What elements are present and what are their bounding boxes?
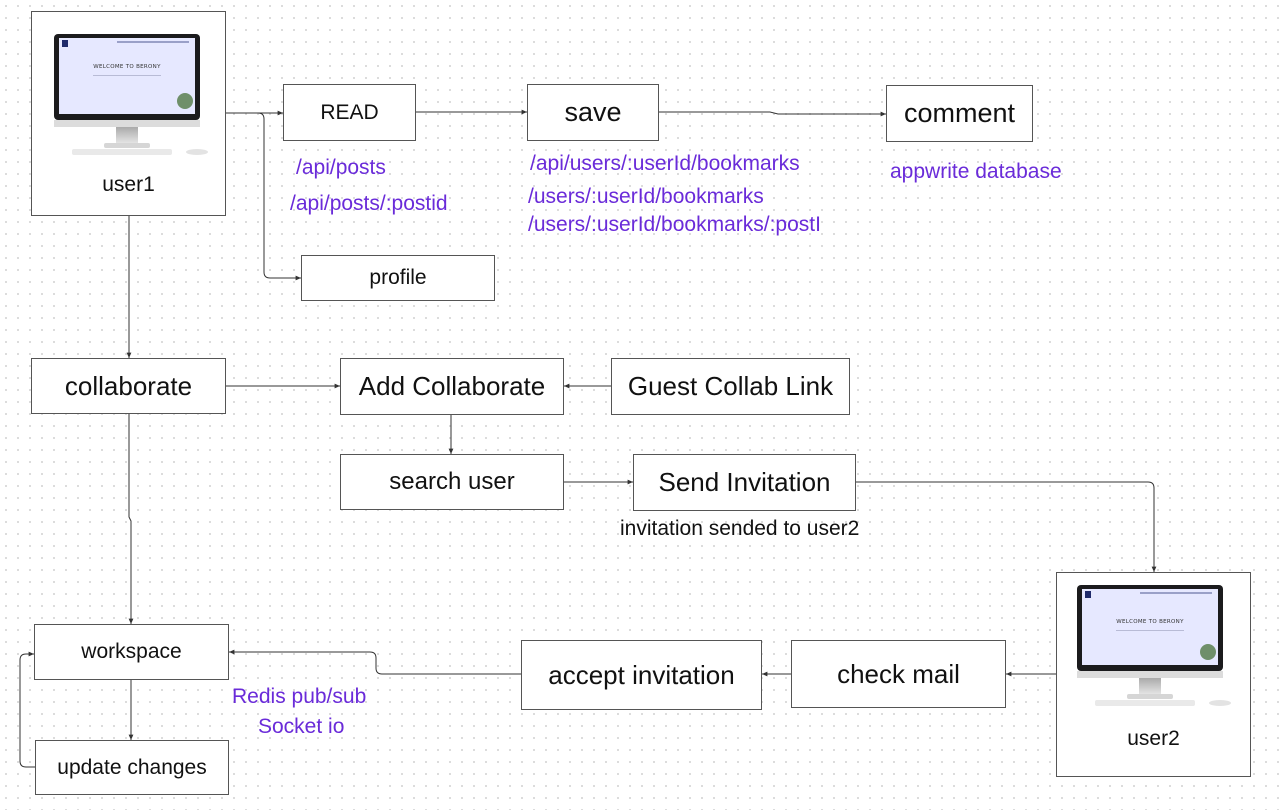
mascot-icon xyxy=(177,93,193,109)
accept-invitation-box[interactable]: accept invitation xyxy=(521,640,762,710)
profile-box[interactable]: profile xyxy=(301,255,495,301)
workspace-box[interactable]: workspace xyxy=(34,624,229,680)
read-api-label-2: /api/posts/:postid xyxy=(290,192,448,215)
save-api-label-3: /users/:userId/bookmarks/:postI xyxy=(528,213,821,236)
comment-db-label: appwrite database xyxy=(890,160,1062,183)
send-invitation-box[interactable]: Send Invitation xyxy=(633,454,856,511)
search-user-box[interactable]: search user xyxy=(340,454,564,510)
edge-collaborate-workspace xyxy=(128,414,134,624)
check-mail-box[interactable]: check mail xyxy=(791,640,1006,708)
edge-user1-profile xyxy=(226,112,301,281)
user2-label: user2 xyxy=(1127,727,1180,750)
save-api-label-1: /api/users/:userId/bookmarks xyxy=(530,152,800,175)
mascot-icon xyxy=(1200,644,1216,660)
collaborate-box[interactable]: collaborate xyxy=(31,358,226,414)
update-changes-box[interactable]: update changes xyxy=(35,740,229,795)
monitor-screen: WELCOME TO BERONY xyxy=(1082,589,1218,665)
user2-node[interactable]: WELCOME TO BERONY user2 xyxy=(1056,572,1251,777)
comment-box[interactable]: comment xyxy=(886,85,1033,142)
read-box[interactable]: READ xyxy=(283,84,416,141)
save-box[interactable]: save xyxy=(527,84,659,141)
screen-welcome-title: WELCOME TO BERONY xyxy=(93,64,161,70)
add-collaborate-box[interactable]: Add Collaborate xyxy=(340,358,564,415)
monitor-screen: WELCOME TO BERONY xyxy=(59,38,195,114)
mouse-icon xyxy=(1209,700,1231,706)
edge-accept-workspace xyxy=(229,649,536,675)
user1-label: user1 xyxy=(102,173,155,196)
guest-collab-link-box[interactable]: Guest Collab Link xyxy=(611,358,850,415)
read-api-label-1: /api/posts xyxy=(296,156,386,179)
realtime-label-2: Socket io xyxy=(258,715,345,738)
screen-welcome-title: WELCOME TO BERONY xyxy=(1116,619,1184,625)
edge-save-comment xyxy=(659,111,886,117)
site-logo-icon xyxy=(1085,591,1091,598)
mouse-icon xyxy=(186,149,208,155)
computer-illustration: WELCOME TO BERONY xyxy=(1073,581,1243,716)
invitation-note-label: invitation sended to user2 xyxy=(620,517,860,540)
site-logo-icon xyxy=(62,40,68,47)
edge-update-workspace xyxy=(19,651,35,768)
realtime-label-1: Redis pub/sub xyxy=(232,685,367,708)
edge-send-user2 xyxy=(856,481,1157,572)
user1-node[interactable]: WELCOME TO BERONY user1 xyxy=(31,11,226,216)
save-api-label-2: /users/:userId/bookmarks xyxy=(528,185,764,208)
computer-illustration: WELCOME TO BERONY xyxy=(50,30,220,165)
